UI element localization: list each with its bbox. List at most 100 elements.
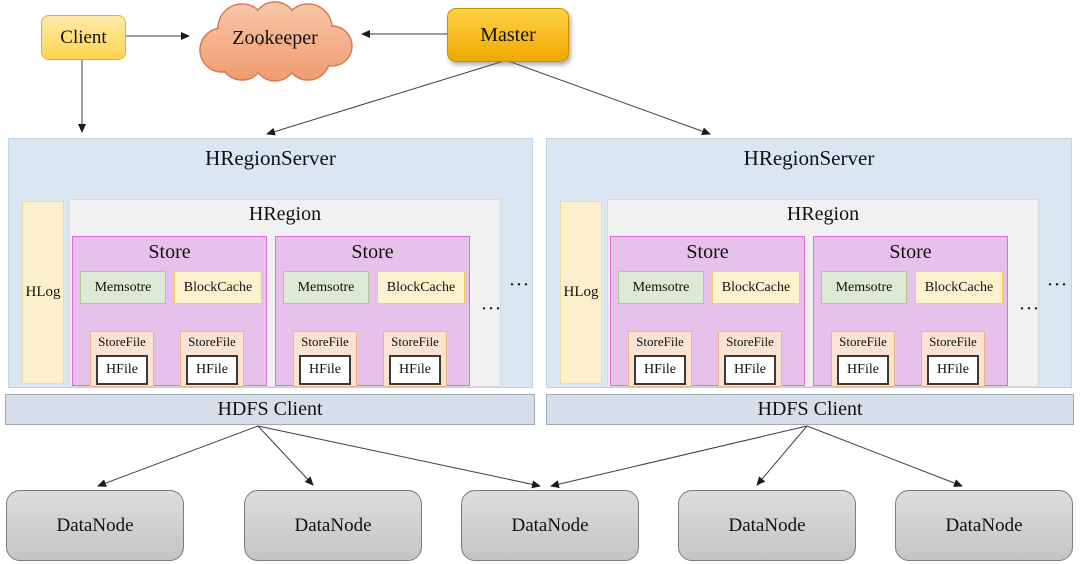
hregion-2-title: HRegion — [786, 203, 860, 225]
more-hregions-ellipsis: ··· — [1047, 277, 1069, 293]
hregionserver-2-title: HRegionServer — [743, 146, 875, 170]
datanode-5: DataNode — [895, 490, 1073, 561]
hlog-2-label: HLog — [563, 284, 599, 300]
hfile-box: HFile — [837, 355, 889, 385]
zookeeper-label: Zookeeper — [232, 27, 318, 49]
store-1-2: Store Memsotre BlockCache StoreFile HFil… — [275, 236, 470, 387]
blockcache-box: BlockCache — [377, 271, 465, 304]
storefile-label: StoreFile — [301, 334, 349, 349]
hfile-box: HFile — [389, 355, 441, 385]
datanode-1: DataNode — [6, 490, 184, 561]
blockcache-label: BlockCache — [183, 279, 253, 295]
master-label: Master — [480, 23, 536, 46]
hfile-label: HFile — [106, 362, 138, 377]
datanode-4: DataNode — [678, 490, 856, 561]
datanode-2: DataNode — [244, 490, 422, 561]
cloud-fill — [201, 3, 351, 80]
memstore-box: Memsotre — [283, 271, 369, 304]
hfile-box: HFile — [96, 355, 148, 385]
memstore-box: Memsotre — [80, 271, 166, 304]
datanode-3: DataNode — [461, 490, 639, 561]
hlog-1-label: HLog — [25, 284, 61, 300]
hregion-2: HRegion Store Memsotre BlockCache StoreF… — [607, 199, 1039, 387]
memstore-label: Memsotre — [297, 279, 355, 295]
more-hregions-ellipsis: ··· — [509, 277, 531, 293]
hfile-box: HFile — [724, 355, 776, 385]
store-title: Store — [148, 241, 191, 263]
hfile-label: HFile — [196, 362, 228, 377]
hdfs-client-1-label: HDFS Client — [217, 398, 323, 420]
more-stores-ellipsis: ··· — [481, 301, 503, 317]
hfile-label: HFile — [644, 362, 676, 377]
arrow-hdfs1-to-datanode-1 — [97, 425, 259, 487]
hfile-box: HFile — [634, 355, 686, 385]
blockcache-box: BlockCache — [712, 271, 800, 304]
hdfs-client-1: HDFS Client — [5, 394, 535, 425]
hdfs-client-2-label: HDFS Client — [757, 398, 863, 420]
arrow-hdfs2-to-datanode-4 — [756, 425, 808, 486]
datanode-label: DataNode — [945, 514, 1023, 536]
store-title: Store — [889, 241, 932, 263]
storefile-label: StoreFile — [929, 334, 977, 349]
storefile-label: StoreFile — [726, 334, 774, 349]
zookeeper-cloud: Zookeeper — [199, 1, 353, 82]
blockcache-label: BlockCache — [721, 279, 791, 295]
arrow-hdfs2-to-datanode-3 — [550, 425, 808, 489]
hregionserver-1: HRegionServer HLog HRegion Store Memsotr… — [8, 138, 533, 388]
hregionserver-2: HRegionServer HLog HRegion Store Memsotr… — [546, 138, 1072, 388]
hlog-2: HLog — [560, 201, 602, 384]
hfile-label: HFile — [847, 362, 879, 377]
hfile-box: HFile — [186, 355, 238, 385]
hregion-1-title: HRegion — [248, 203, 322, 225]
hfile-label: HFile — [937, 362, 969, 377]
storefile-box: StoreFile HFile — [718, 331, 782, 387]
hdfs-client-2: HDFS Client — [546, 394, 1074, 425]
storefile-label: StoreFile — [839, 334, 887, 349]
blockcache-box: BlockCache — [174, 271, 262, 304]
storefile-box: StoreFile HFile — [293, 331, 357, 387]
memstore-box: Memsotre — [618, 271, 704, 304]
hregion-1: HRegion Store Memsotre BlockCache StoreF… — [69, 199, 501, 387]
store-2-2: Store Memsotre BlockCache StoreFile HFil… — [813, 236, 1008, 387]
datanode-label: DataNode — [56, 514, 134, 536]
store-title: Store — [351, 241, 394, 263]
storefile-box: StoreFile HFile — [921, 331, 985, 387]
arrow-hdfs1-to-datanode-3 — [257, 425, 541, 489]
arrow-master-to-hregionserver-2 — [507, 60, 711, 136]
client-label: Client — [60, 26, 107, 48]
blockcache-label: BlockCache — [386, 279, 456, 295]
storefile-box: StoreFile HFile — [831, 331, 895, 387]
hlog-1: HLog — [22, 201, 64, 384]
storefile-box: StoreFile HFile — [180, 331, 244, 387]
store-1-1: Store Memsotre BlockCache StoreFile HFil… — [72, 236, 267, 387]
storefile-box: StoreFile HFile — [383, 331, 447, 387]
client-node: Client — [41, 15, 126, 60]
storefile-label: StoreFile — [98, 334, 146, 349]
datanode-label: DataNode — [294, 514, 372, 536]
datanode-label: DataNode — [728, 514, 806, 536]
storefile-box: StoreFile HFile — [628, 331, 692, 387]
storefile-box: StoreFile HFile — [90, 331, 154, 387]
hfile-label: HFile — [309, 362, 341, 377]
datanode-label: DataNode — [511, 514, 589, 536]
hfile-label: HFile — [734, 362, 766, 377]
memstore-label: Memsotre — [94, 279, 152, 295]
hfile-label: HFile — [399, 362, 431, 377]
arrow-hdfs1-to-datanode-2 — [257, 425, 314, 486]
storefile-label: StoreFile — [188, 334, 236, 349]
memstore-label: Memsotre — [835, 279, 893, 295]
hfile-box: HFile — [299, 355, 351, 385]
more-stores-ellipsis: ··· — [1019, 301, 1041, 317]
master-node: Master — [447, 8, 569, 62]
arrow-hdfs2-to-datanode-5 — [806, 425, 963, 487]
blockcache-box: BlockCache — [915, 271, 1003, 304]
memstore-label: Memsotre — [632, 279, 690, 295]
hregionserver-1-title: HRegionServer — [205, 146, 336, 170]
memstore-box: Memsotre — [821, 271, 907, 304]
hfile-box: HFile — [927, 355, 979, 385]
blockcache-label: BlockCache — [924, 279, 994, 295]
store-2-1: Store Memsotre BlockCache StoreFile HFil… — [610, 236, 805, 387]
storefile-label: StoreFile — [391, 334, 439, 349]
store-title: Store — [686, 241, 729, 263]
